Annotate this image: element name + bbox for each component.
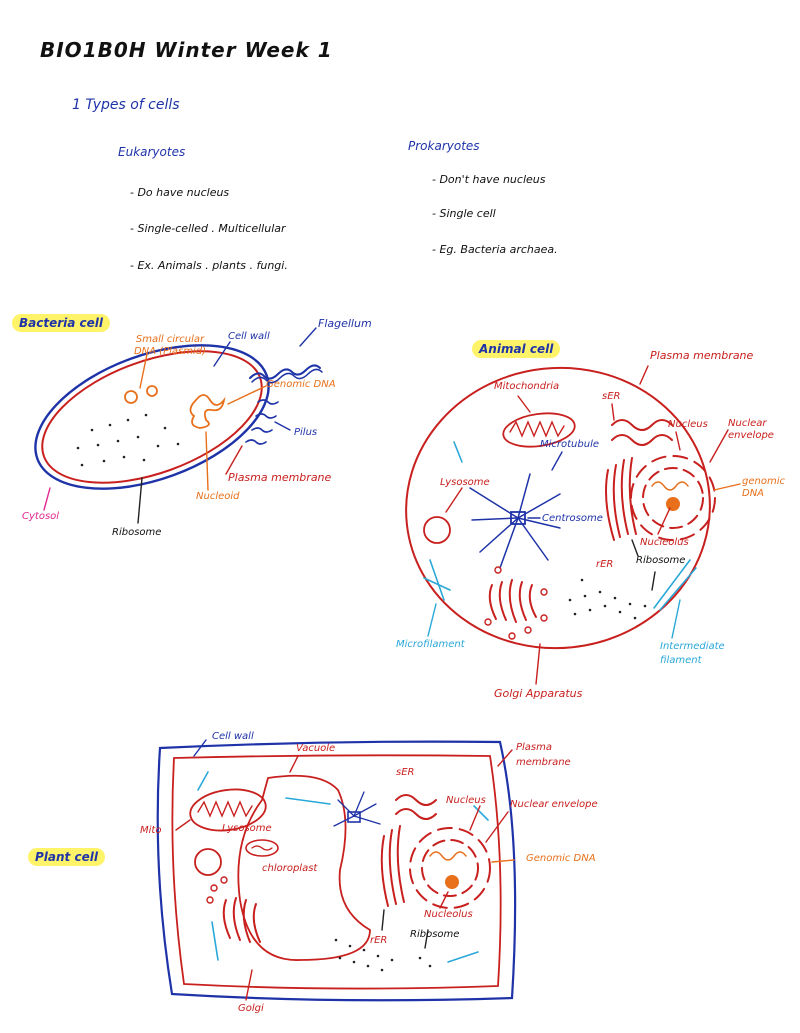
bacteria-plasma-membrane-label: Plasma membrane <box>228 471 332 484</box>
plant-nuclear-envelope-label: Nuclear envelope <box>510 799 598 810</box>
animal-microfilament-label: Microfilament <box>396 639 465 650</box>
animal-diagram <box>405 365 741 685</box>
plant-diagram <box>156 739 517 1002</box>
plant-genomic-dna-label: Genomic DNA <box>526 853 596 864</box>
plant-plasma-membrane-label: Plasma membrane <box>516 742 571 768</box>
bacteria-cytosol-label: Cytosol <box>22 511 60 522</box>
plant-ribosome-label: Ribosome <box>410 929 460 940</box>
animal-ribosome-label: Ribosome <box>636 555 686 566</box>
animal-nucleolus-label: Nucleolus <box>640 537 689 548</box>
bacteria-pilus-label: Pilus <box>294 427 318 438</box>
animal-nuclear-envelope-label: Nuclear envelope <box>728 418 774 441</box>
animal-nucleus-label: Nucleus <box>668 419 708 430</box>
bacteria-genomic-dna-label: Genomic DNA <box>266 379 336 390</box>
eukaryotes-bullet-1: - Do have nucleus <box>130 186 230 199</box>
bacteria-plasmid-label: Small circular DNA (Plasmid) <box>133 334 207 357</box>
prokaryotes-heading: Prokaryotes <box>408 139 480 153</box>
animal-golgi-label: Golgi Apparatus <box>494 687 583 700</box>
plant-cell-wall-label: Cell wall <box>212 731 254 742</box>
prokaryotes-bullet-1: - Don't have nucleus <box>432 173 546 186</box>
animal-mitochondria-label: Mitochondria <box>494 381 560 392</box>
plant-nucleus-label: Nucleus <box>446 795 486 806</box>
prokaryotes-bullet-3: - Eg. Bacteria archaea. <box>432 243 558 256</box>
prokaryotes-bullet-2: - Single cell <box>432 207 496 220</box>
plant-lysosome-label: Lysosome <box>222 823 272 834</box>
plant-golgi-label: Golgi <box>238 1003 264 1014</box>
animal-intermediate-filament-label: Intermediate filament <box>660 641 725 666</box>
bacteria-cell-wall-label: Cell wall <box>228 331 270 342</box>
plant-cell-title: Plant cell <box>28 848 105 866</box>
plant-mito-label: Mito <box>140 825 162 836</box>
plant-chloroplast-label: chloroplast <box>262 863 318 874</box>
eukaryotes-bullet-2: - Single-celled . Multicellular <box>130 222 286 235</box>
plant-rer-label: rER <box>370 935 388 946</box>
animal-microtubule-label: Microtubule <box>540 439 600 450</box>
page-title: BIO1B0H Winter Week 1 <box>40 38 333 62</box>
bacteria-flagellum-label: Flagellum <box>318 317 372 330</box>
plant-vacuole-label: Vacuole <box>296 743 336 754</box>
animal-ser-label: sER <box>602 391 621 402</box>
animal-lysosome-label: Lysosome <box>440 477 490 488</box>
animal-centrosome-label: Centrosome <box>542 513 603 524</box>
plant-nucleolus-label: Nucleolus <box>424 909 473 920</box>
animal-genomic-dna-label: genomic DNA <box>742 476 785 499</box>
animal-plasma-membrane-label: Plasma membrane <box>650 349 754 362</box>
plant-ser-label: sER <box>396 767 415 778</box>
bacteria-cell-title: Bacteria cell <box>12 314 111 332</box>
bacteria-nucleoid-label: Nucleoid <box>196 491 240 502</box>
bacteria-diagram <box>34 327 323 524</box>
animal-rer-label: rER <box>596 559 614 570</box>
animal-cell-title: Animal cell <box>472 340 561 358</box>
section-title: 1 Types of cells <box>72 97 180 113</box>
bacteria-ribosome-label: Ribosome <box>112 527 162 538</box>
eukaryotes-heading: Eukaryotes <box>118 145 186 159</box>
eukaryotes-bullet-3: - Ex. Animals . plants . fungi. <box>130 259 288 272</box>
